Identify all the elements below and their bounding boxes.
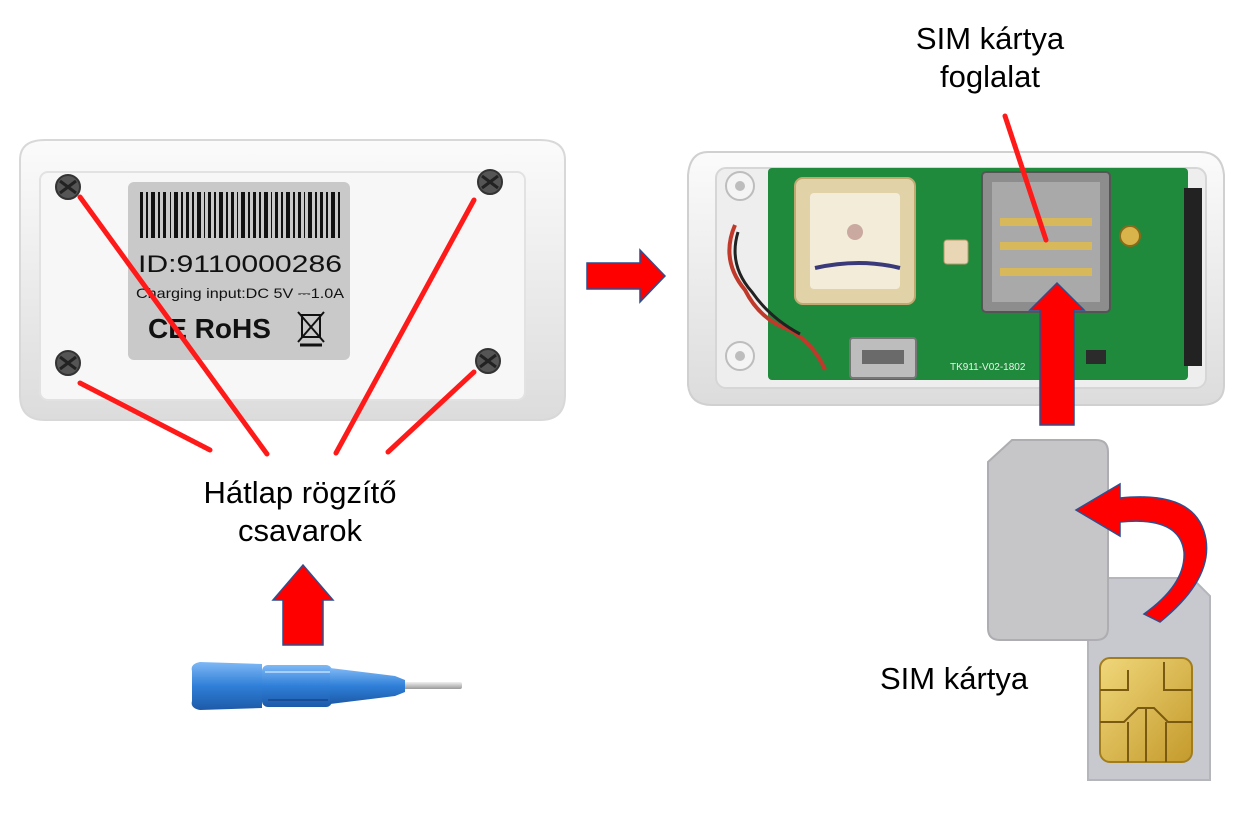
barcode [140, 192, 340, 238]
sim-card-label: SIM kártya [880, 661, 1029, 696]
right-arrow-icon [586, 248, 667, 304]
pcb-label: TK911-V02-1802 [950, 362, 1026, 373]
screw-icon [477, 169, 503, 195]
pointer-line [77, 194, 270, 457]
sim-holder-label-line2: foglalat [940, 59, 1040, 94]
pointer-line [77, 380, 213, 453]
screw-icon [55, 174, 81, 200]
screw-icon [475, 348, 501, 374]
pcb-button [943, 239, 969, 265]
screwdriver-icon [191, 662, 462, 710]
pointer-line [385, 369, 477, 455]
curved-arrow-icon [1074, 482, 1208, 623]
screws-label-line2: csavarok [237, 513, 363, 548]
weee-bin-icon [297, 311, 325, 347]
device-back: ID:9110000286 Charging input:DC 5V ⎓1.0A… [19, 139, 566, 421]
sim-holder-label: SIM kártya foglalat [880, 20, 1100, 96]
holder-pointer-line [1002, 113, 1049, 243]
up-arrow-icon [271, 563, 335, 646]
sim-holder-label-line1: SIM kártya [915, 21, 1065, 56]
sticker-charging-text: Charging input:DC 5V ⎓1.0A [136, 285, 345, 301]
screws-label: Hátlap rögzítő csavarok [150, 474, 450, 550]
screw-pointer-lines [77, 194, 477, 457]
device-open: TK911-V02-1802 [687, 151, 1225, 406]
sticker-id-text: ID:9110000286 [138, 251, 342, 278]
pin-header [1184, 188, 1202, 366]
sim-card-icon [987, 439, 1211, 781]
up-arrow-icon [1028, 281, 1086, 426]
screws-label-line1: Hátlap rögzítő [203, 475, 397, 510]
back-sticker: ID:9110000286 Charging input:DC 5V ⎓1.0A… [128, 182, 350, 360]
screw-icon [55, 350, 81, 376]
pointer-line [333, 197, 477, 456]
